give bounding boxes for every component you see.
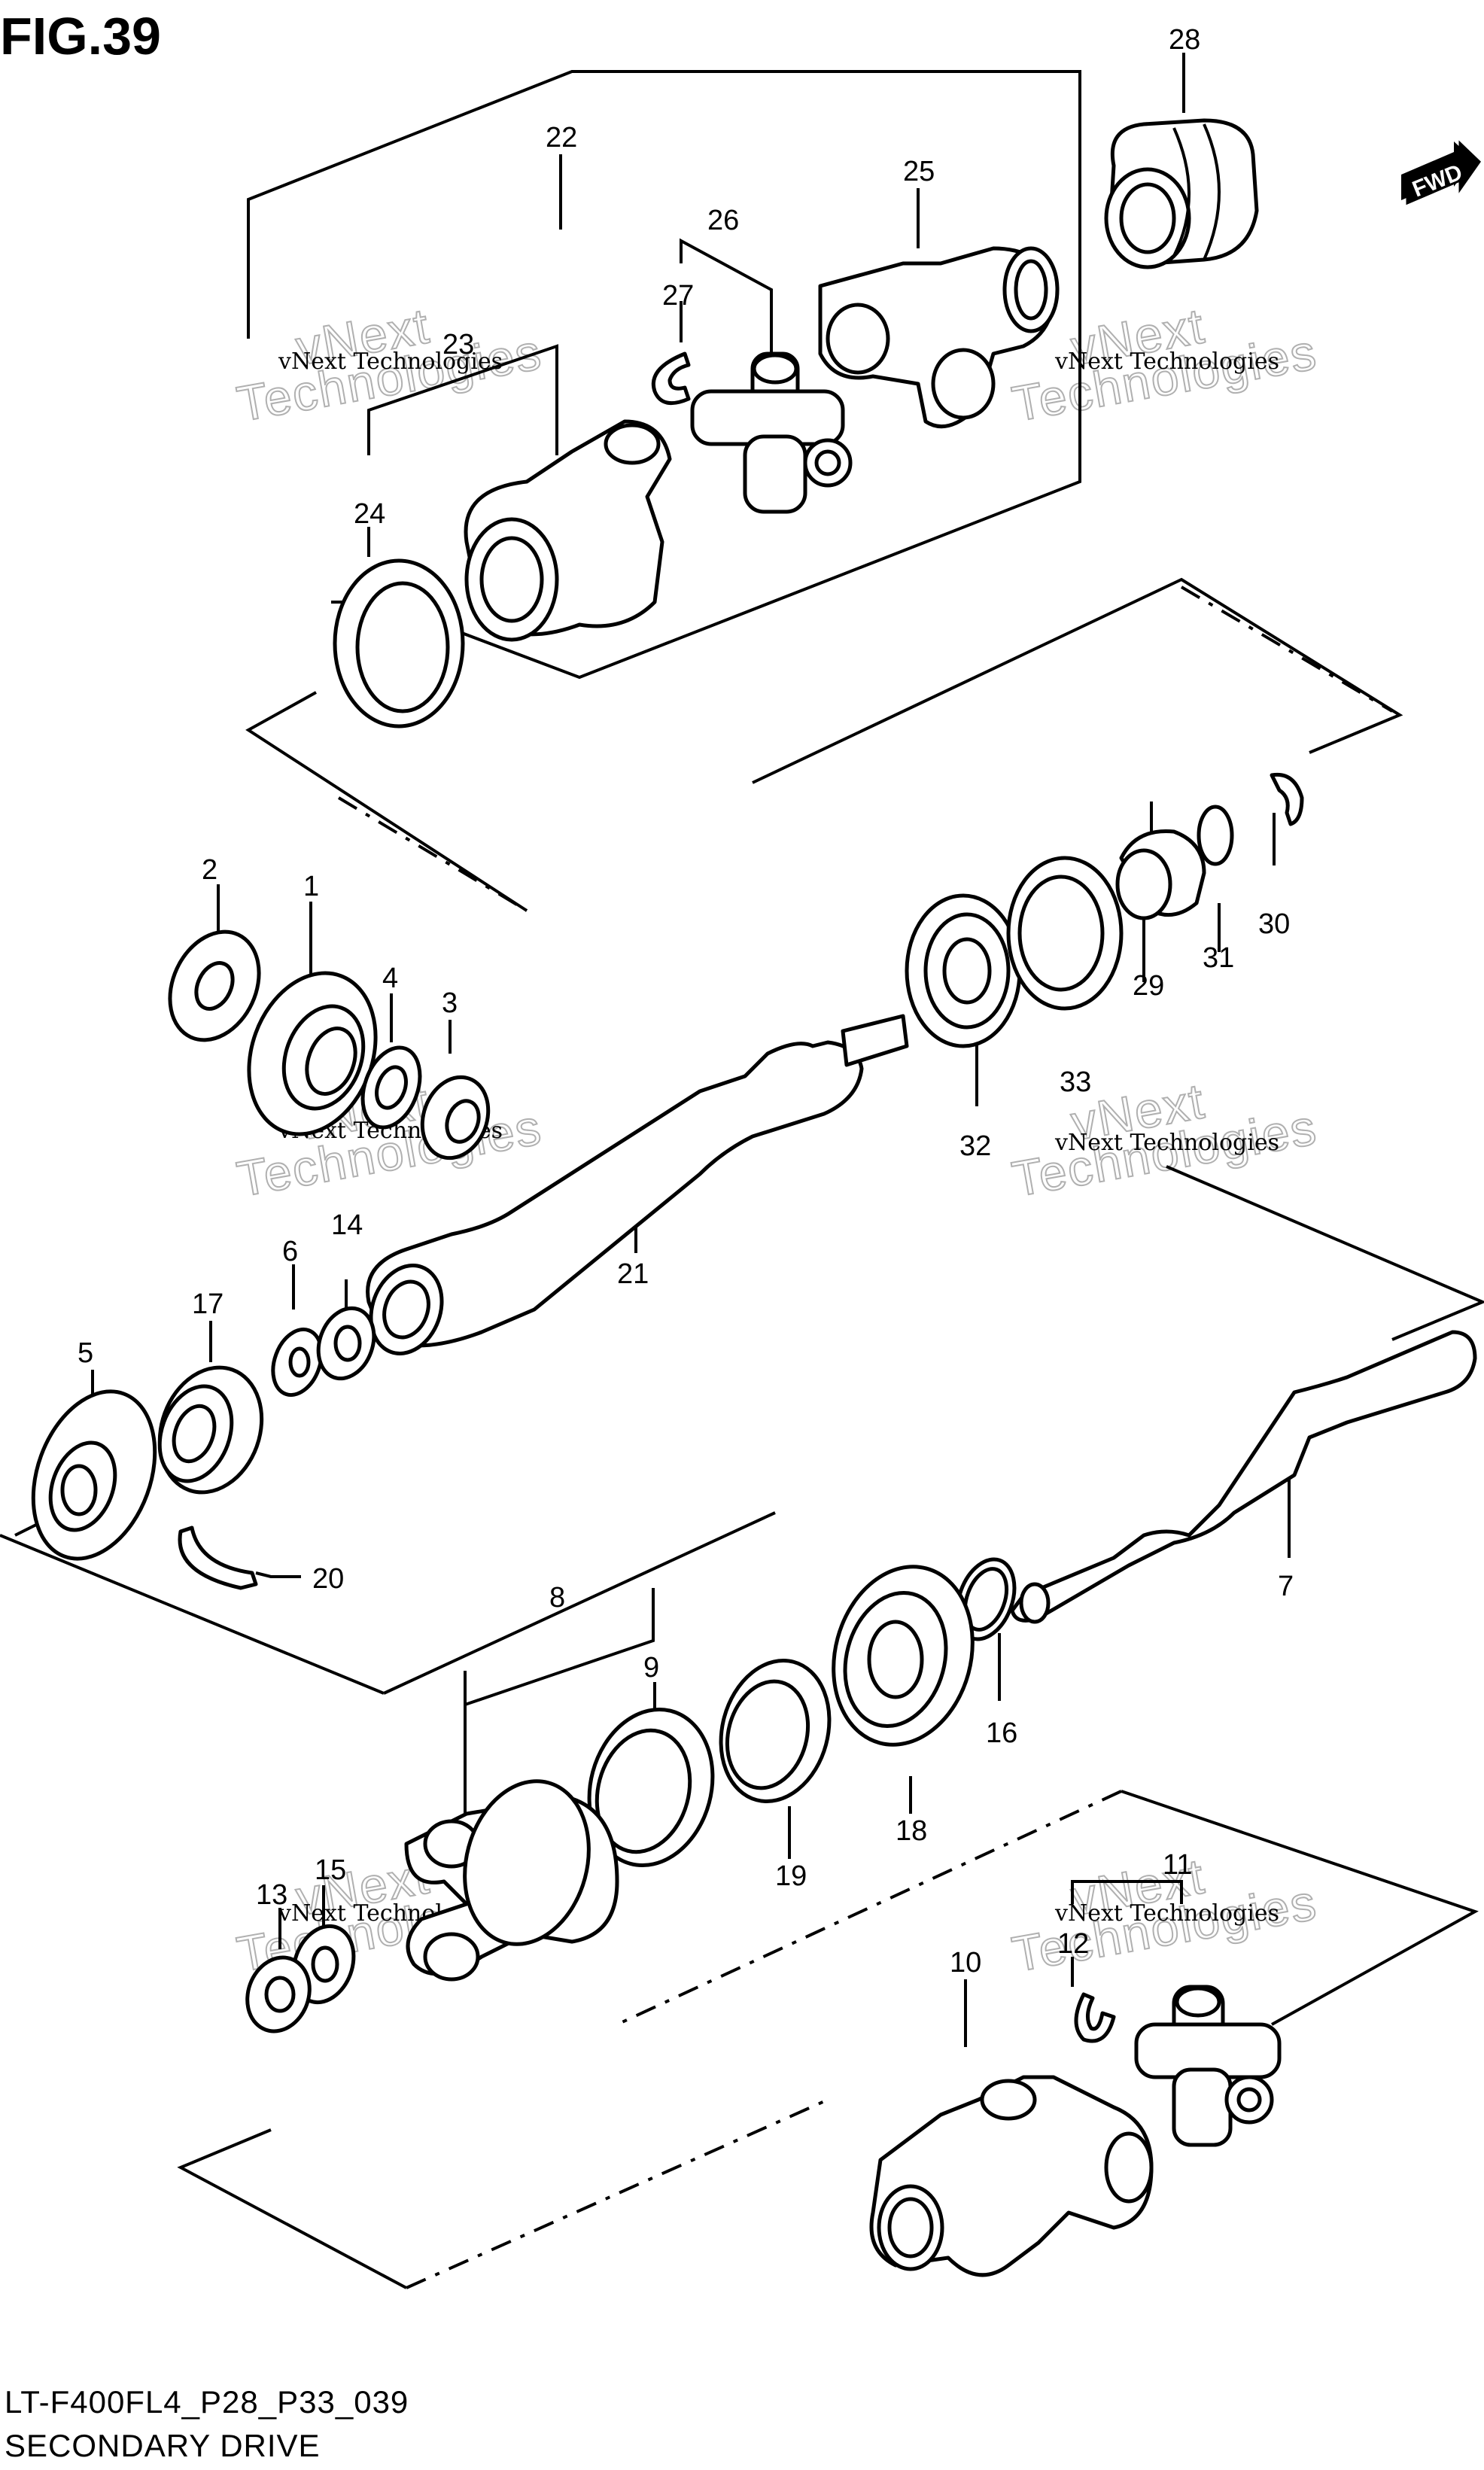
callout-29: 29 [1133,970,1164,1002]
figure-name: SECONDARY DRIVE [5,2428,321,2463]
fwd-arrow-icon: FWD [1401,140,1481,205]
yoke-10 [869,2075,1154,2277]
boot-28 [1104,118,1259,269]
callout-15: 15 [315,1854,346,1886]
seal-33 [1006,856,1124,1011]
callout-11: 11 [1163,1849,1192,1881]
washer-6 [271,1327,324,1398]
callout-23: 23 [442,329,474,360]
callout-25: 25 [903,156,935,187]
propeller-shaft-21 [366,1014,909,1355]
callout-18: 18 [896,1815,927,1847]
washer-4 [360,1045,422,1130]
nut-14 [316,1306,376,1381]
callout-22: 22 [546,122,577,154]
callout-31: 31 [1203,942,1234,974]
assembly-outline-lower [177,1790,1479,2289]
callout-12: 12 [1057,1928,1089,1960]
callout-3: 3 [442,987,458,1019]
collar-29 [1115,829,1206,920]
callout-24: 24 [354,498,385,530]
spider-11 [1134,1985,1282,2147]
callout-13: 13 [256,1879,287,1911]
circlip-30 [1270,772,1304,826]
callout-32: 32 [959,1130,991,1162]
circlip-27 [652,351,691,406]
callout-19: 19 [775,1860,807,1892]
nut-3 [420,1075,491,1160]
circlip-12 [1074,1992,1116,2043]
callout-2: 2 [202,854,217,886]
drive-shaft-7 [1010,1330,1477,1624]
callout-20: 20 [312,1563,344,1595]
circlip-20 [178,1525,258,1590]
callout-10: 10 [950,1947,981,1979]
callout-labels: 28 22 25 26 27 23 24 2 1 4 3 21 29 31 30… [78,24,1294,1979]
figure-title: FIG.39 [0,7,161,65]
spider-26 [690,351,853,514]
callout-26: 26 [707,205,739,236]
callout-28: 28 [1169,24,1200,56]
callout-1: 1 [303,871,319,902]
yoke-23 [464,419,672,642]
bearing-32 [905,893,1022,1048]
svg-text:vNext Technologies: vNext Technologies [1054,348,1279,375]
callout-9: 9 [643,1652,659,1684]
svg-text:vNext Technologies: vNext Technologies [1054,1130,1279,1156]
callout-17: 17 [192,1288,224,1320]
seal-19 [719,1658,832,1804]
callout-8: 8 [549,1582,565,1614]
bearing-18 [832,1565,975,1747]
yoke-8 [404,1779,619,1982]
callout-27: 27 [662,280,694,312]
callout-6: 6 [282,1236,298,1267]
callout-14: 14 [331,1209,363,1241]
ring-31 [1197,805,1234,866]
callout-4: 4 [382,963,398,994]
yoke-25 [818,246,1060,429]
nut-13 [245,1955,312,2033]
washer-2 [168,929,261,1042]
bevel-gear-5 [31,1389,157,1561]
callout-7: 7 [1278,1571,1294,1602]
bearing-17 [157,1365,264,1495]
watermark-text: vNext Technologies [278,348,503,375]
callout-5: 5 [78,1337,93,1369]
seal-9 [587,1707,715,1868]
figure-code: LT-F400FL4_P28_P33_039 [5,2384,409,2420]
oil-seal-24 [333,558,465,729]
callout-30: 30 [1258,908,1290,940]
callout-33: 33 [1060,1066,1091,1098]
svg-text:vNext Technologies: vNext Technologies [1054,1900,1279,1927]
callout-21: 21 [617,1258,649,1290]
callout-16: 16 [986,1717,1017,1749]
